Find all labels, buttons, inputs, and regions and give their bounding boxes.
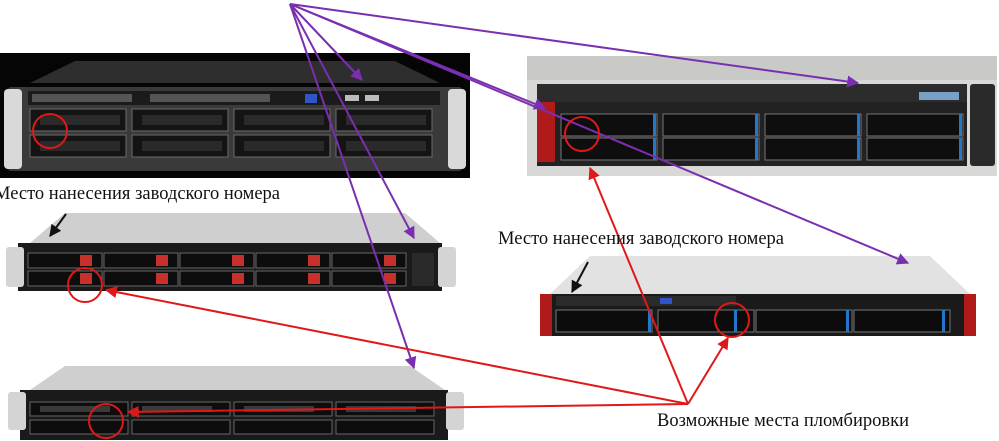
server-2u-dark (0, 53, 470, 178)
serial-number-label-left: Место нанесения заводского номера (0, 184, 281, 204)
seal-locations-label: Возможные места пломбировки (657, 411, 909, 431)
server-1u-red-latches (6, 213, 456, 291)
serial-number-label-right: Место нанесения заводского номера (498, 229, 785, 249)
server-2u-blue (527, 56, 997, 176)
server-1u-bottom (8, 366, 464, 440)
server-1u-blue (540, 256, 976, 336)
